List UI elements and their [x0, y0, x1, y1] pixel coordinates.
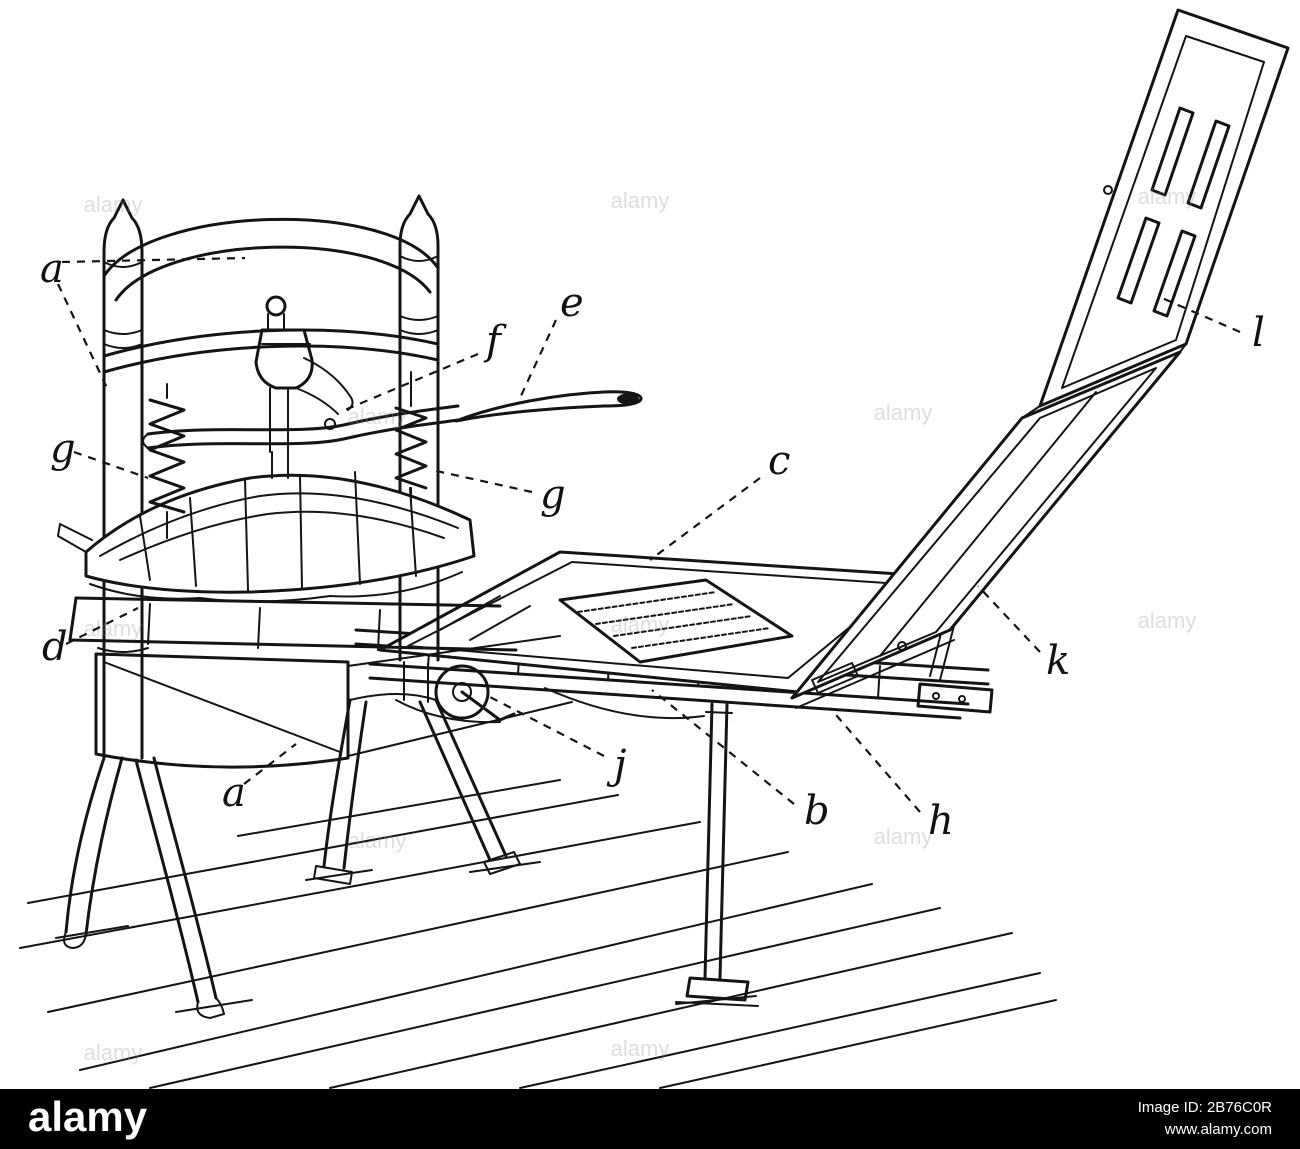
front-left-leg — [64, 756, 106, 934]
alamy-watermark: alamy — [611, 612, 670, 637]
part-label-a: a — [40, 246, 64, 292]
hose-casting — [254, 328, 314, 390]
part-labels: a g d a f e g c j b h k l — [40, 246, 1265, 844]
part-label-a: a — [222, 770, 246, 816]
part-label-l: l — [1252, 310, 1265, 356]
part-label-d: d — [42, 624, 68, 670]
alamy-watermark: alamy — [348, 828, 407, 853]
alamy-watermark: alamy — [874, 400, 933, 425]
alamy-watermark: alamy — [611, 1036, 670, 1061]
alamy-watermark: alamy — [874, 824, 933, 849]
alamy-logo: alamy — [28, 1093, 148, 1140]
bar-handle — [454, 390, 643, 423]
arch-beam — [102, 217, 440, 278]
label-leader-line — [61, 256, 246, 264]
part-label-e: e — [560, 280, 584, 326]
image-meta: Image ID: 2B76C0R www.alamy.com — [1138, 1097, 1272, 1142]
alamy-url: www.alamy.com — [1164, 1121, 1272, 1138]
part-label-h: h — [928, 798, 954, 844]
screw-and-bar — [142, 295, 643, 539]
stock-footer: alamy Image ID: 2B76C0R www.alamy.com — [0, 1089, 1300, 1149]
alamy-watermark: alamy — [84, 1040, 143, 1065]
printing-press-diagram: alamy alamy alamy alamy alamy alamy alamy alamy… — [19, 8, 1290, 1089]
label-leader-line — [649, 477, 761, 561]
label-leader-line — [57, 283, 109, 391]
right-spring — [394, 406, 428, 490]
part-label-f: f — [483, 318, 507, 364]
part-label-b: b — [804, 788, 830, 834]
type-form — [558, 578, 794, 664]
screw-knob — [265, 295, 287, 317]
label-leader-line — [65, 607, 139, 645]
part-label-g: g — [50, 426, 76, 472]
frisket-slot — [1150, 106, 1195, 197]
part-label-k: k — [1046, 638, 1070, 684]
platen-ribs — [57, 471, 476, 603]
label-leader-line — [431, 468, 533, 494]
right-post-finial — [398, 194, 440, 248]
press-bed — [378, 550, 932, 694]
label-leader-line — [243, 743, 297, 785]
frisket — [1021, 8, 1290, 419]
label-leader-line — [829, 707, 921, 813]
alamy-watermark: alamy — [348, 404, 407, 429]
base-box — [94, 652, 350, 769]
tympan — [790, 350, 1182, 709]
part-label-j: j — [606, 742, 626, 788]
label-leader-line — [651, 689, 795, 805]
label-leader-line — [73, 450, 149, 480]
press-bar — [146, 404, 460, 436]
label-leader-line — [977, 585, 1041, 653]
alamy-watermark: alamy — [84, 192, 143, 217]
carriage-leg — [675, 702, 759, 1007]
watermark-layer: alamy alamy alamy alamy alamy alamy alamy alamy… — [84, 184, 1197, 1065]
left-spring — [148, 398, 186, 514]
press-base — [63, 596, 573, 1019]
alamy-watermark: alamy — [1138, 608, 1197, 633]
alamy-watermark: alamy — [611, 188, 670, 213]
part-label-g: g — [540, 472, 566, 518]
frisket-slot — [1186, 119, 1231, 210]
alamy-watermark: alamy — [1138, 184, 1197, 209]
label-leader-line — [487, 695, 605, 757]
part-label-c: c — [768, 438, 790, 484]
label-leader-line — [519, 319, 557, 399]
rounce-wheel — [434, 664, 490, 720]
left-post-finial — [102, 198, 144, 254]
frisket-slot — [1116, 216, 1161, 305]
frisket-slot — [1152, 229, 1197, 318]
image-id: Image ID: 2B76C0R — [1137, 1098, 1272, 1116]
engraving-artwork: alamy alamy alamy alamy alamy alamy alamy alamy… — [19, 8, 1290, 1089]
label-leader-line — [339, 352, 479, 414]
